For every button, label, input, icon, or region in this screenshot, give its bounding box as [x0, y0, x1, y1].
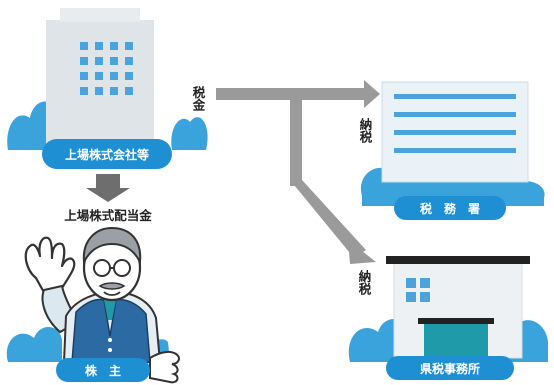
- payment-label-prefectural: 納税: [357, 269, 372, 296]
- shareholder-figure: 株 主: [6, 226, 180, 384]
- shareholder-raised-hand: [24, 236, 76, 298]
- tax-office-document-lines: [394, 94, 516, 153]
- arrow-head-tax-office: [364, 80, 380, 108]
- prefectural-office-label: 県税事務所: [420, 361, 480, 376]
- company-building: 上場株式会社等: [7, 8, 208, 169]
- arrow-head-prefectural: [348, 240, 376, 264]
- company-label: 上場株式会社等: [65, 147, 149, 162]
- tax-flow-label: 税金: [191, 85, 206, 112]
- payment-label-tax-office: 納税: [358, 117, 373, 144]
- tax-office-label: 税 務 署: [420, 201, 480, 216]
- prefectural-office-label-pill: [386, 356, 514, 380]
- shareholder-hair: [82, 226, 142, 266]
- shareholder-label-pill: [56, 358, 150, 382]
- prefectural-office: 県税事務所: [348, 256, 548, 380]
- company-cloud-right: [171, 117, 208, 150]
- company-windows: [80, 42, 133, 95]
- tax-arrows: [216, 80, 380, 264]
- prefectural-office-roof: [386, 256, 530, 264]
- company-label-pill: [42, 139, 172, 169]
- prefectural-office-door: [424, 322, 488, 358]
- company-building-body: [46, 20, 154, 148]
- shareholder-cloud-left: [6, 326, 63, 362]
- dividend-label: 上場株式配当金: [64, 208, 152, 223]
- tax-office-label-pill: [394, 196, 506, 220]
- shareholder-label: 株 主: [85, 363, 121, 378]
- tax-office: 税 務 署: [360, 81, 545, 220]
- shareholder-lower-hand: [149, 350, 180, 384]
- prefectural-office-windows: [406, 278, 430, 302]
- dividend-down-arrow: [86, 174, 130, 202]
